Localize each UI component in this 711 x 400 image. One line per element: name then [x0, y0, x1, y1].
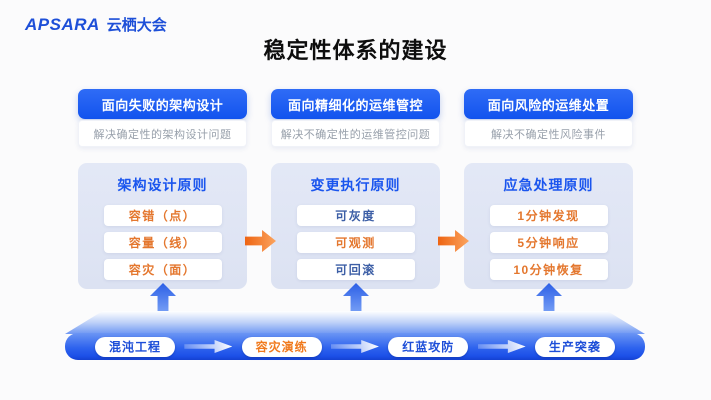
panel-title: 架构设计原则: [117, 177, 208, 193]
column-subtitle: 解决不确定性风险事件: [464, 120, 633, 147]
column-architecture-design: 面向失败的架构设计 解决确定性的架构设计问题 架构设计原则 容错（点） 容量（线…: [78, 89, 247, 289]
principle-item: 容量（线）: [103, 232, 222, 253]
principle-item: 5分钟响应: [489, 232, 608, 253]
stage-item: 混沌工程: [95, 336, 176, 357]
principle-item: 容错（点）: [103, 205, 222, 226]
apsara-logo: APSARA 云栖大会: [25, 14, 167, 35]
column-header: 面向风险的运维处置: [464, 89, 633, 119]
panel-items: 容错（点） 容量（线） 容灾（面）: [78, 205, 247, 280]
column-emergency-handling: 面向风险的运维处置 解决不确定性风险事件 应急处理原则 1分钟发现 5分钟响应 …: [464, 89, 633, 289]
column-subtitle: 解决确定性的架构设计问题: [78, 120, 247, 147]
panel-items: 可灰度 可观测 可回滚: [271, 205, 440, 280]
platform-top-surface: [65, 311, 645, 334]
principle-item: 可回滚: [296, 259, 415, 280]
principle-item: 10分钟恢复: [489, 259, 608, 280]
principles-panel: 应急处理原则 1分钟发现 5分钟响应 10分钟恢复: [464, 163, 633, 289]
panel-title: 变更执行原则: [310, 177, 401, 193]
column-subtitle: 解决不确定性的运维管控问题: [271, 120, 440, 147]
platform-bar: 混沌工程 容灾演练 红蓝攻防 生产突袭: [65, 333, 645, 360]
stage-item: 红蓝攻防: [388, 336, 469, 357]
principle-item: 1分钟发现: [489, 205, 608, 226]
yunqi-event-text: 云栖大会: [106, 17, 167, 34]
column-change-execution: 面向精细化的运维管控 解决不确定性的运维管控问题 变更执行原则 可灰度 可观测 …: [271, 89, 440, 289]
principle-item: 可观测: [296, 232, 415, 253]
right-arrow-icon: [184, 340, 233, 353]
right-arrow-icon: [477, 340, 526, 353]
apsara-brand-text: APSARA: [25, 15, 100, 34]
panel-title: 应急处理原则: [503, 177, 594, 193]
principles-panel: 架构设计原则 容错（点） 容量（线） 容灾（面）: [78, 163, 247, 289]
stage-item: 生产突袭: [534, 336, 615, 357]
columns-container: 面向失败的架构设计 解决确定性的架构设计问题 架构设计原则 容错（点） 容量（线…: [78, 89, 633, 289]
column-header: 面向精细化的运维管控: [271, 89, 440, 119]
principle-item: 容灾（面）: [103, 259, 222, 280]
right-arrow-icon: [330, 340, 379, 353]
panel-items: 1分钟发现 5分钟响应 10分钟恢复: [464, 205, 633, 280]
stage-item: 容灾演练: [241, 336, 322, 357]
page-title: 稳定性体系的建设: [263, 38, 448, 63]
column-header: 面向失败的架构设计: [78, 89, 247, 119]
principle-item: 可灰度: [296, 205, 415, 226]
principles-panel: 变更执行原则 可灰度 可观测 可回滚: [271, 163, 440, 289]
